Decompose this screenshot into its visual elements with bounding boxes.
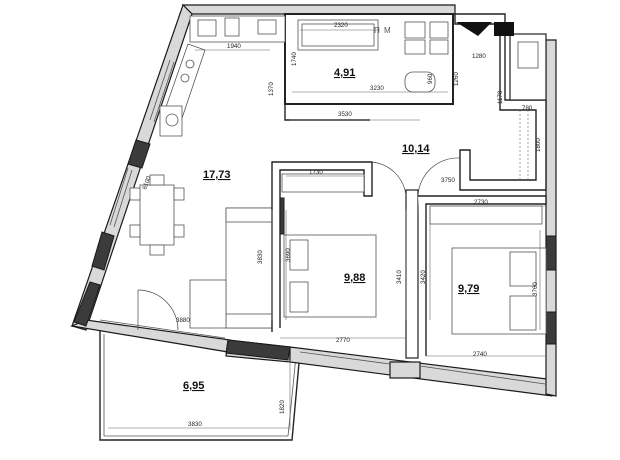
dim-3880: 3880 xyxy=(176,317,190,324)
dim-1800: 1800 xyxy=(535,138,542,152)
windows xyxy=(99,59,546,385)
dim-1370: 1370 xyxy=(268,82,275,96)
dim-3760: 3760 xyxy=(532,282,539,296)
pm-label: П М xyxy=(374,26,392,35)
dim-960: 960 xyxy=(427,73,434,84)
dim-3830b: 3830 xyxy=(188,421,202,428)
dim-1280: 1280 xyxy=(472,53,486,60)
dimension-lines xyxy=(108,29,546,430)
dim-3410: 3410 xyxy=(396,270,403,284)
dim-780: 780 xyxy=(522,105,533,112)
dim-3530: 3530 xyxy=(338,111,352,118)
dim-1260: 1260 xyxy=(453,72,460,86)
dim-3750: 3750 xyxy=(441,177,455,184)
sofa xyxy=(189,207,277,329)
bedroom-1 xyxy=(271,161,419,359)
dim-2730: 2730 xyxy=(474,199,488,206)
kitchen xyxy=(159,15,286,137)
dim-3690: 3690 xyxy=(285,248,292,262)
entrance-marker xyxy=(456,22,514,36)
dim-1170: 1170 xyxy=(497,90,504,104)
dim-1730: 1730 xyxy=(309,169,323,176)
area-balcony: 6,95 xyxy=(183,380,204,392)
area-kitchen-living: 17,73 xyxy=(203,169,231,181)
bedroom-2 xyxy=(417,157,547,356)
dim-2770: 2770 xyxy=(336,337,350,344)
outer-walls xyxy=(69,3,557,397)
area-bathroom: 4,91 xyxy=(334,67,355,79)
area-bedroom-1: 9,88 xyxy=(344,272,365,284)
area-hall: 10,14 xyxy=(402,143,430,155)
dining-set xyxy=(129,174,185,256)
dim-3230: 3230 xyxy=(370,85,384,92)
dim-2740: 2740 xyxy=(473,351,487,358)
dim-1940: 1940 xyxy=(227,43,241,50)
bathroom xyxy=(284,13,454,105)
dim-6100: 6100 xyxy=(141,175,152,191)
balcony-door xyxy=(137,289,179,331)
dim-3830a: 3830 xyxy=(257,250,264,264)
dim-1820: 1820 xyxy=(279,400,286,414)
area-bedroom-2: 9,79 xyxy=(458,283,479,295)
dim-2320: 2320 xyxy=(334,22,348,29)
dim-1740: 1740 xyxy=(291,52,298,66)
dim-3420: 3420 xyxy=(420,270,427,284)
